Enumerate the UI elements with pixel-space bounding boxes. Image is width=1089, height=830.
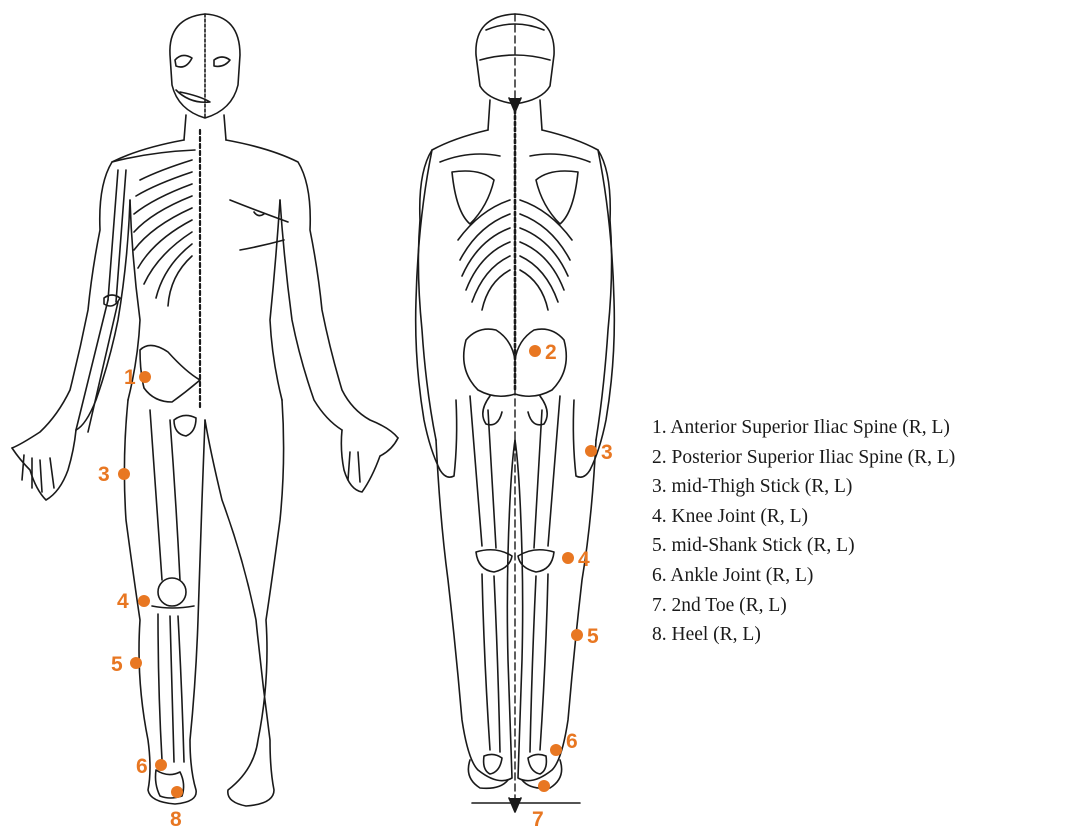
back-marker-dot-3 — [585, 445, 597, 457]
legend-item: 5. mid-Shank Stick (R, L) — [652, 531, 955, 561]
front-skeleton — [76, 14, 230, 798]
back-marker-label-3: 3 — [601, 441, 613, 464]
back-marker-label-4: 4 — [578, 548, 590, 571]
legend-item: 2. Posterior Superior Iliac Spine (R, L) — [652, 443, 955, 473]
front-marker-label-8: 8 — [170, 808, 182, 830]
back-marker-dot-5 — [571, 629, 583, 641]
back-marker-label-2: 2 — [545, 341, 557, 364]
back-marker-dot-6 — [550, 744, 562, 756]
front-marker-label-1: 1 — [124, 366, 136, 389]
back-marker-dot-4 — [562, 552, 574, 564]
front-body-outline — [12, 14, 398, 806]
marker-legend: 1. Anterior Superior Iliac Spine (R, L)2… — [652, 413, 955, 650]
legend-item: 1. Anterior Superior Iliac Spine (R, L) — [652, 413, 955, 443]
legend-item: 7. 2nd Toe (R, L) — [652, 591, 955, 621]
front-marker-dot-8 — [171, 786, 183, 798]
front-markers: 1 3 4 5 6 8 — [98, 366, 183, 830]
legend-item: 4. Knee Joint (R, L) — [652, 502, 955, 532]
back-marker-dot-7 — [538, 780, 550, 792]
front-marker-dot-5 — [130, 657, 142, 669]
back-marker-label-6: 6 — [566, 730, 578, 753]
front-marker-label-4: 4 — [117, 590, 129, 613]
front-marker-dot-4 — [138, 595, 150, 607]
back-marker-label-5: 5 — [587, 625, 599, 648]
front-marker-dot-6 — [155, 759, 167, 771]
front-marker-label-3: 3 — [98, 463, 110, 486]
front-marker-dot-1 — [139, 371, 151, 383]
back-marker-label-7: 7 — [532, 808, 544, 830]
front-marker-label-6: 6 — [136, 755, 148, 778]
legend-item: 6. Ankle Joint (R, L) — [652, 561, 955, 591]
legend-item: 8. Heel (R, L) — [652, 620, 955, 650]
back-marker-dot-2 — [529, 345, 541, 357]
legend-item: 3. mid-Thigh Stick (R, L) — [652, 472, 955, 502]
front-marker-dot-3 — [118, 468, 130, 480]
front-marker-label-5: 5 — [111, 653, 123, 676]
